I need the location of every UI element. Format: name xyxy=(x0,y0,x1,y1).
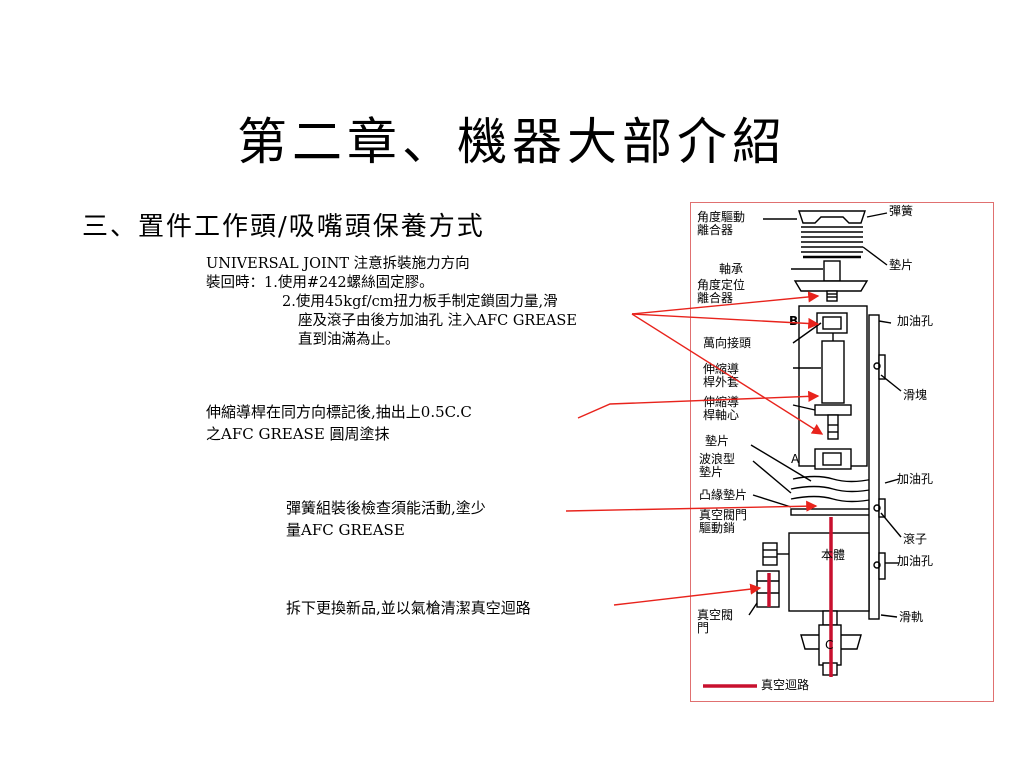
note-line: 直到油滿為止。 xyxy=(298,332,400,348)
note-vacuum: 拆下更換新品,並以氣槍清潔真空迴路 xyxy=(286,597,531,619)
note-line: 裝回時：1.使用#242螺絲固定膠。 xyxy=(206,275,434,291)
label-rail: 滑軌 xyxy=(899,610,924,624)
slide-title: 第二章、機器大部介紹 xyxy=(237,113,787,171)
note-line: 座及滾子由後方加油孔 注入AFC GREASE xyxy=(298,313,577,329)
note-line: 伸縮導桿在同方向標記後,抽出上0.5C.C xyxy=(206,403,472,421)
label-oil-hole-3: 加油孔 xyxy=(897,554,934,568)
note-shaft: 伸縮導桿在同方向標記後,抽出上0.5C.C 之AFC GREASE 圓周塗抹 xyxy=(206,401,472,445)
label-spring: 彈簧 xyxy=(889,204,914,218)
label-shaft-core: 伸縮導桿軸心 xyxy=(703,395,740,422)
label-universal-joint: 萬向接頭 xyxy=(703,336,752,350)
label-washer-top: 墊片 xyxy=(889,258,914,272)
note-line: 量AFC GREASE xyxy=(286,521,405,539)
label-angle-drive-clutch: 角度驅動離合器 xyxy=(697,210,746,237)
label-washer: 墊片 xyxy=(705,434,730,448)
label-wave-washer: 波浪型墊片 xyxy=(699,452,736,479)
label-angle-position-clutch: 角度定位離合器 xyxy=(697,278,746,305)
label-convex-washer: 凸緣墊片 xyxy=(699,488,748,502)
diagram-drawing xyxy=(703,210,902,688)
note-line: 彈簧組裝後檢查須能活動,塗少 xyxy=(286,499,486,517)
label-mark-a: A xyxy=(791,452,800,466)
label-slider: 滑塊 xyxy=(903,388,928,402)
section-subtitle: 三、置件工作頭/吸嘴頭保養方式 xyxy=(82,212,485,242)
note-line: UNIVERSAL JOINT 注意拆裝施力方向 xyxy=(206,256,470,272)
legend-vacuum-path: 真空迴路 xyxy=(761,678,810,692)
note-line: 之AFC GREASE 圓周塗抹 xyxy=(206,425,390,443)
label-mark-b: B xyxy=(789,314,799,328)
label-valve: 真空閥門 xyxy=(697,608,734,635)
label-body: 本體 xyxy=(821,548,846,562)
nozzle-head-diagram: 角度驅動離合器 彈簧 墊片 軸承 角度定位離合器 B 加油孔 萬向接頭 伸縮導桿… xyxy=(690,202,994,702)
label-roller: 滾子 xyxy=(903,532,928,546)
note-line: 拆下更換新品,並以氣槍清潔真空迴路 xyxy=(286,599,531,617)
label-oil-hole-2: 加油孔 xyxy=(897,472,934,486)
label-mark-c: C xyxy=(825,638,834,652)
label-bearing: 軸承 xyxy=(719,262,744,276)
note-spring: 彈簧組裝後檢查須能活動,塗少 量AFC GREASE xyxy=(286,497,486,541)
note-line: 2.使用45kgf/cm扭力板手制定鎖固力量,滑 xyxy=(282,294,558,310)
note-universal-joint: UNIVERSAL JOINT 注意拆裝施力方向 裝回時：1.使用#242螺絲固… xyxy=(206,255,577,350)
label-valve-pin: 真空閥門驅動銷 xyxy=(699,508,748,535)
label-oil-hole-1: 加油孔 xyxy=(897,314,934,328)
label-shaft-outer: 伸縮導桿外套 xyxy=(703,362,740,389)
